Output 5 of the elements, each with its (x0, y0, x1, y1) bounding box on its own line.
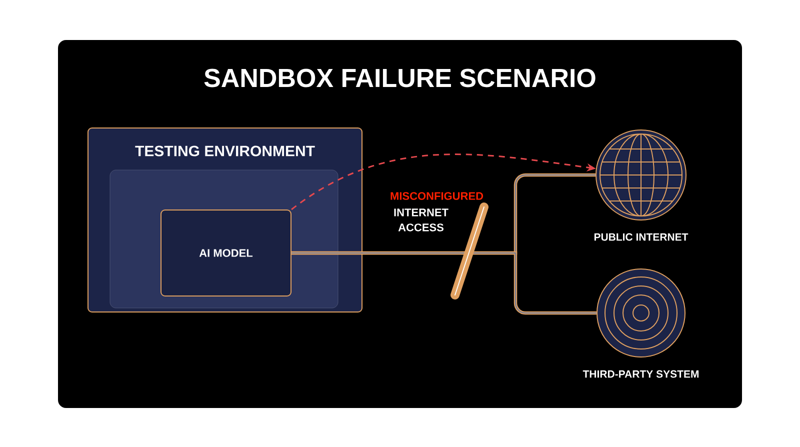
connector-line (292, 251, 596, 315)
access-label: MISCONFIGURED (390, 192, 484, 200)
access-label: INTERNET ACCESS (394, 208, 448, 232)
title: SANDBOX FAILURE SCENARIO (204, 68, 596, 88)
model-box: AI MODEL (160, 210, 292, 296)
